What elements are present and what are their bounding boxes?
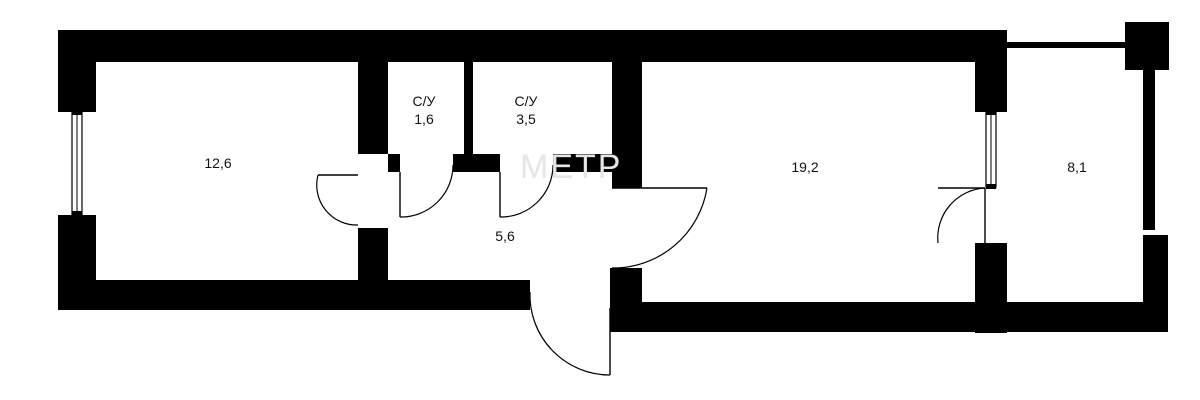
door-entrance-arc (529, 291, 611, 376)
bath-2-area: 3,5 (516, 111, 536, 127)
wall-balcony-right (1143, 235, 1168, 332)
door-entrance (529, 291, 611, 376)
door-main-room-arc (611, 187, 708, 269)
door-bath-2-arc (499, 164, 554, 218)
balcony-area: 8,1 (1067, 159, 1087, 175)
door-balcony-arc (937, 187, 986, 244)
door-bath-1-arc (399, 164, 454, 218)
wall-bottom-left (58, 280, 530, 310)
wall-int-bath-bottom-2 (453, 154, 500, 172)
window-left-sill-top (72, 110, 82, 115)
wall-balcony-post (1143, 70, 1155, 230)
wall-int-left-room-lower (358, 228, 388, 283)
door-left-room-arc (316, 174, 359, 226)
room-main-label: 19,2 (791, 158, 818, 176)
bath-1-area: 1,6 (414, 111, 434, 127)
window-left (71, 110, 83, 216)
window-right-sill-top (986, 110, 996, 115)
door-main-room (611, 187, 708, 269)
room-left-area: 12,6 (204, 155, 232, 171)
window-left-sill-bottom (72, 211, 82, 216)
wall-right-room-upper (975, 30, 1007, 112)
bath-2-label: С/У 3,5 (515, 92, 538, 128)
hallway-area: 5,6 (495, 228, 515, 244)
door-bath-2 (499, 164, 554, 218)
room-left-label: 12,6 (204, 154, 231, 172)
wall-left-upper (58, 30, 96, 112)
bath-2-name: С/У (514, 93, 538, 109)
wall-int-main-lower (610, 268, 642, 308)
window-right-sill-bottom (986, 184, 996, 189)
balcony-label: 8,1 (1067, 158, 1086, 176)
wall-bottom-right (610, 302, 1168, 332)
door-left-room (316, 174, 359, 226)
wall-balcony-rail (1005, 42, 1127, 48)
walls (58, 22, 1169, 333)
wall-right-room-lower (975, 243, 1007, 333)
watermark-text: МЕТР (520, 148, 623, 186)
bath-1-label: С/У 1,6 (413, 92, 436, 128)
room-main-area: 19,2 (791, 159, 819, 175)
door-balcony (937, 187, 986, 244)
wall-balcony-corner (1125, 22, 1169, 70)
hallway-label: 5,6 (495, 227, 514, 245)
door-bath-1 (399, 164, 454, 218)
wall-int-bath-bottom-3 (553, 154, 613, 172)
bath-1-name: С/У (412, 93, 436, 109)
wall-int-main-upper (612, 62, 642, 188)
wall-top (58, 30, 1005, 62)
wall-int-bath-divider (464, 62, 473, 172)
wall-int-left-room (358, 62, 388, 154)
window-right (985, 110, 997, 189)
wall-int-bath-bottom-1 (388, 154, 400, 172)
